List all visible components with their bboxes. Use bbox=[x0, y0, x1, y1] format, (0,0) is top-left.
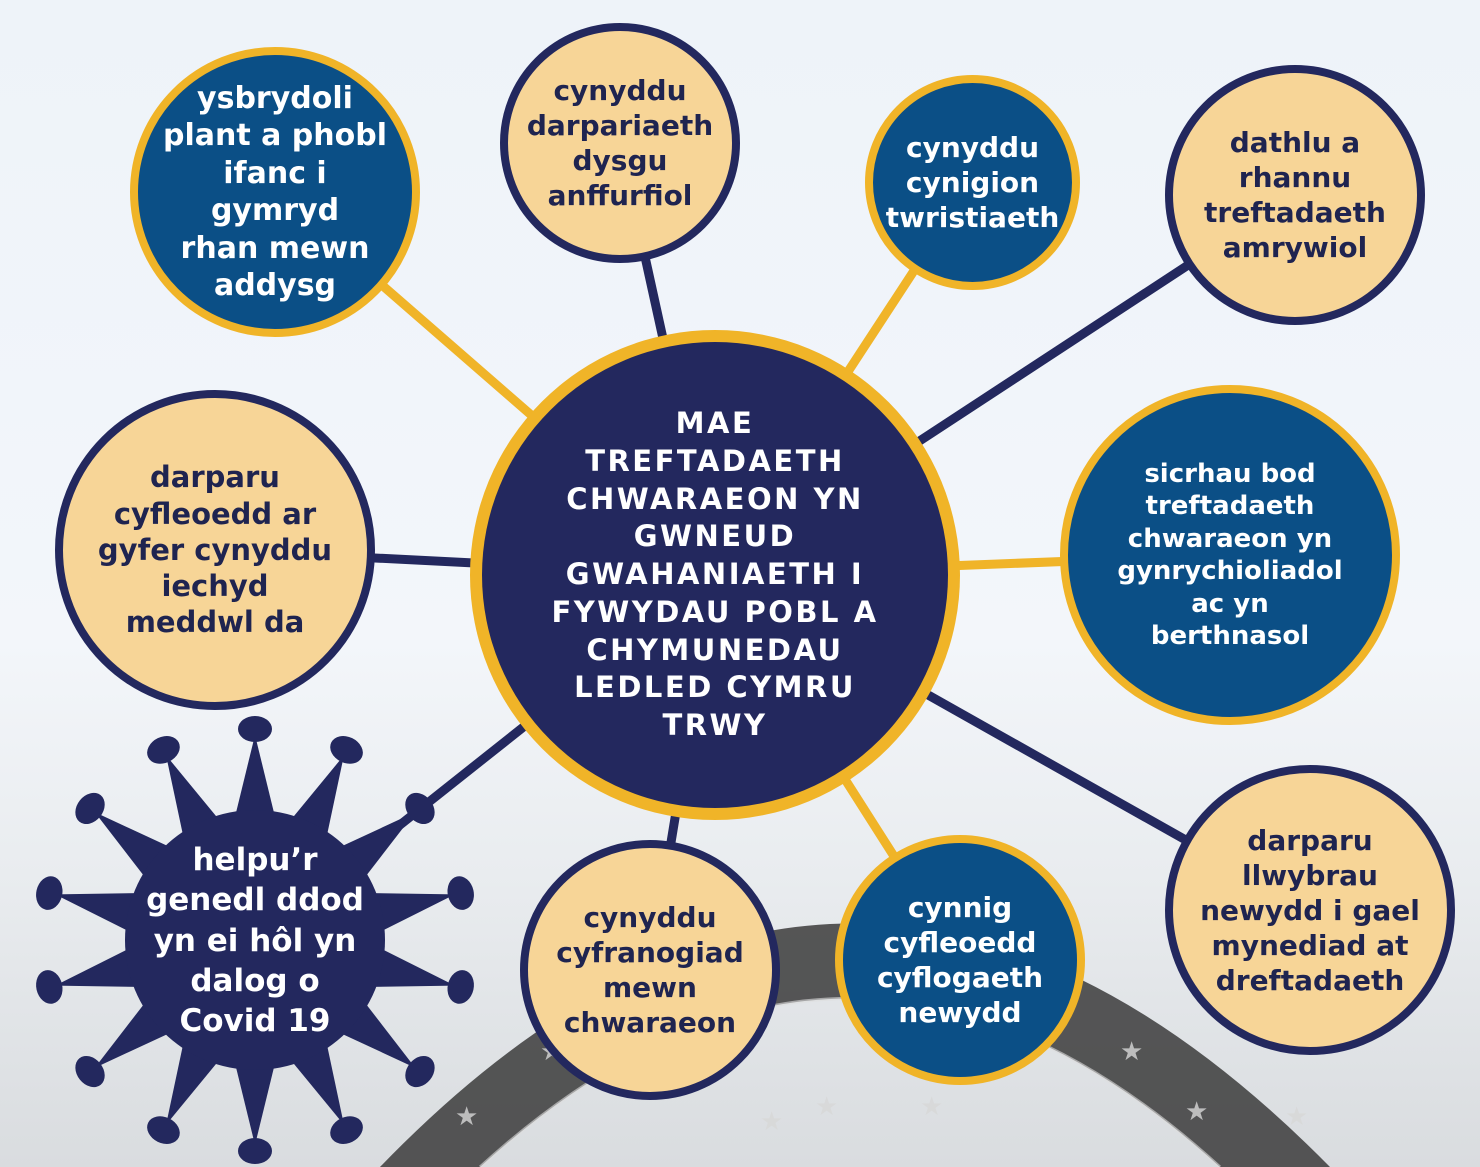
node-participation: cynyddu cyfranogiad mewn chwaraeon bbox=[520, 840, 780, 1100]
node-mental-health: darparu cyfleoedd ar gyfer cynyddu iechy… bbox=[55, 390, 375, 710]
virus-spike-knob bbox=[330, 1116, 363, 1144]
virus-spike-knob bbox=[36, 970, 63, 1004]
node-representative-heritage: sicrhau bod treftadaeth chwaraeon yn gyn… bbox=[1060, 385, 1400, 725]
virus-spike bbox=[362, 944, 455, 988]
virus-spike bbox=[233, 735, 277, 825]
virus-label: helpu’r genedl ddod yn ei hôl yn dalog o… bbox=[146, 842, 364, 1040]
virus-spike-knob bbox=[238, 1138, 272, 1164]
node-diverse-heritage: dathlu a rhannu treftadaeth amrywiol bbox=[1165, 65, 1425, 325]
arch-star: ★ bbox=[760, 1107, 783, 1137]
arch-star: ★ bbox=[455, 1102, 478, 1132]
node-label: darparu cyfleoedd ar gyfer cynyddu iechy… bbox=[97, 460, 333, 640]
virus-spike-knob bbox=[36, 876, 63, 910]
virus-spike bbox=[55, 944, 148, 988]
node-employment: cynnig cyfleoedd cyflogaeth newydd bbox=[835, 835, 1085, 1085]
arch-star: ★ bbox=[1185, 1097, 1208, 1127]
node-label: dathlu a rhannu treftadaeth amrywiol bbox=[1204, 126, 1386, 264]
virus-spike-knob bbox=[447, 876, 474, 910]
node-informal-learning: cynyddu darpariaeth dysgu anffurfiol bbox=[500, 23, 740, 263]
arch-star: ★ bbox=[1120, 1037, 1143, 1067]
node-access-routes: darparu llwybrau newydd i gael mynediad … bbox=[1165, 765, 1455, 1055]
arch-star: ★ bbox=[815, 1092, 838, 1122]
virus-spike-knob bbox=[330, 736, 363, 764]
virus-spike bbox=[55, 892, 148, 936]
node-label: cynnig cyfleoedd cyflogaeth newydd bbox=[876, 891, 1044, 1029]
virus-spike-knob bbox=[147, 1116, 180, 1144]
arch-star: ★ bbox=[1285, 1102, 1308, 1132]
central-core: MAE TREFTADAETH CHWARAEON YN GWNEUD GWAH… bbox=[482, 342, 948, 808]
virus-spike bbox=[233, 1055, 277, 1145]
node-label: cynyddu cyfranogiad mewn chwaraeon bbox=[556, 901, 744, 1039]
virus-spike bbox=[362, 892, 455, 936]
arch-star: ★ bbox=[920, 1092, 943, 1122]
virus-spike-knob bbox=[75, 1055, 105, 1088]
virus-spike-knob bbox=[405, 792, 435, 825]
virus-spike-knob bbox=[75, 792, 105, 825]
virus-body bbox=[125, 810, 385, 1070]
central-statement-circle: MAE TREFTADAETH CHWARAEON YN GWNEUD GWAH… bbox=[470, 330, 960, 820]
node-label: cynyddu darpariaeth dysgu anffurfiol bbox=[526, 74, 714, 212]
virus-spike-knob bbox=[405, 1055, 435, 1088]
central-statement: MAE TREFTADAETH CHWARAEON YN GWNEUD GWAH… bbox=[551, 406, 879, 742]
node-tourism: cynyddu cynigion twristiaeth bbox=[865, 75, 1080, 290]
node-label: cynyddu cynigion twristiaeth bbox=[885, 131, 1060, 234]
virus-spike-knob bbox=[147, 736, 180, 764]
virus-spike-knob bbox=[238, 716, 272, 742]
node-label: sicrhau bod treftadaeth chwaraeon yn gyn… bbox=[1117, 458, 1343, 652]
virus-spike-knob bbox=[447, 970, 474, 1004]
node-label: ysbrydoli plant a phobl ifanc i gymryd r… bbox=[162, 80, 388, 304]
node-inspire-education: ysbrydoli plant a phobl ifanc i gymryd r… bbox=[130, 47, 420, 337]
node-label: darparu llwybrau newydd i gael mynediad … bbox=[1200, 823, 1420, 997]
